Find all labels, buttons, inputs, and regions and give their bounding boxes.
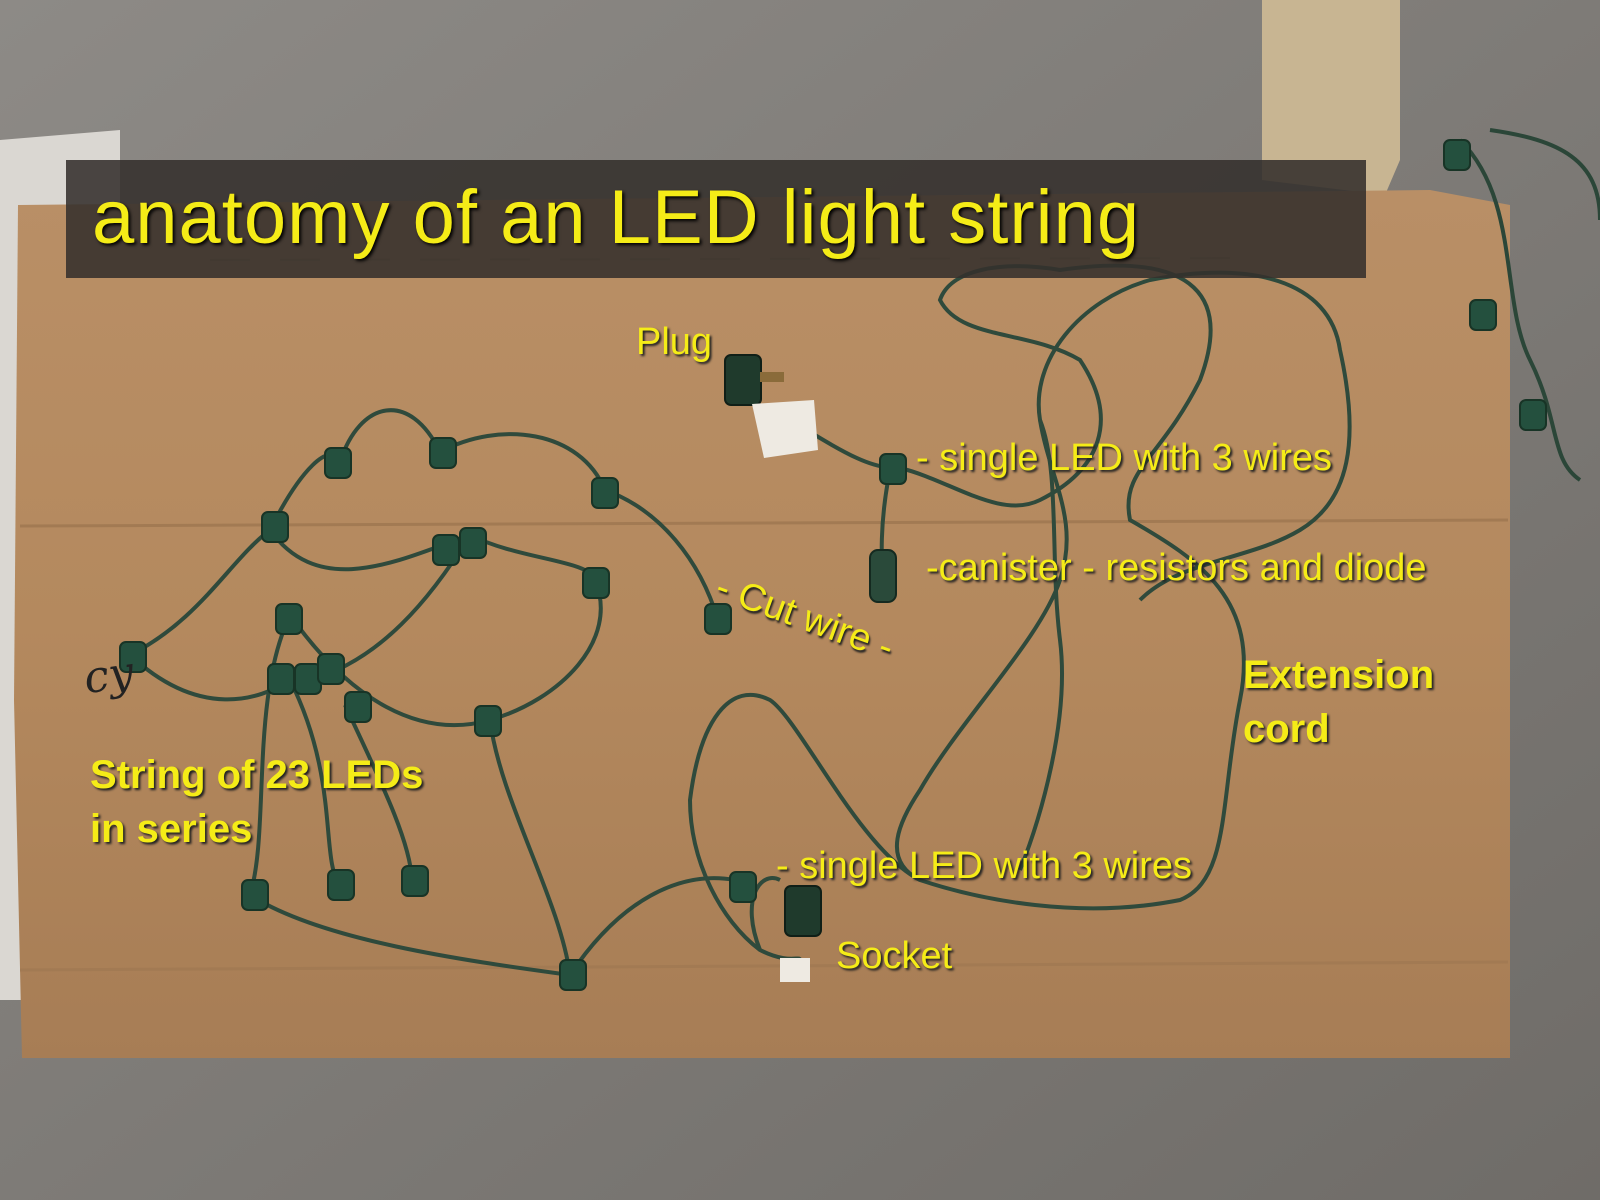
cardboard-sheet xyxy=(14,190,1510,1058)
wood-block xyxy=(1262,0,1400,195)
page-title: anatomy of an LED light string xyxy=(92,175,1141,260)
title-banner xyxy=(66,160,1366,278)
label-socket: Socket xyxy=(836,935,953,977)
canister-object xyxy=(869,549,897,603)
label-extension-cord: Extension cord xyxy=(1243,653,1435,751)
socket-object xyxy=(780,885,822,982)
label-string-of-leds: String of 23 LEDs in series xyxy=(90,753,424,851)
label-plug: Plug xyxy=(636,321,713,363)
label-canister: -canister - resistors and diode xyxy=(926,547,1427,589)
fold-line xyxy=(19,960,1509,972)
led-bulbs xyxy=(119,139,1547,991)
label-single-led-top: - single LED with 3 wires xyxy=(916,437,1333,479)
handwritten-mark: cy xyxy=(80,646,137,705)
label-single-led-bottom: - single LED with 3 wires xyxy=(776,845,1193,887)
plug-object xyxy=(724,354,818,458)
loose-wires-right xyxy=(1458,128,1600,482)
